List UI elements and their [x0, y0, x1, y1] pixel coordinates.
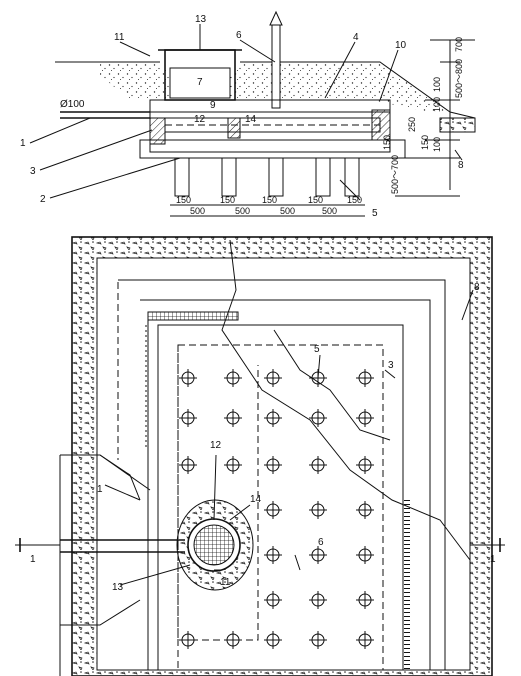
section-mark-right: 1 — [490, 554, 496, 565]
pile-symbol — [224, 369, 242, 387]
pile-grid — [179, 369, 374, 649]
callout-13: 13 — [195, 14, 207, 25]
plan-callout-14: 14 — [250, 494, 262, 505]
section-mark-left: 1 — [30, 554, 36, 565]
pile-symbol — [356, 456, 374, 474]
pile-symbol — [309, 369, 327, 387]
callout-11: 11 — [114, 32, 125, 43]
pile-symbol — [356, 546, 374, 564]
dim-100-b: 100 — [432, 97, 442, 112]
pile-symbol — [264, 631, 282, 649]
plan-callout-13: 13 — [112, 582, 124, 593]
plan-callout-11: 11 — [220, 577, 231, 588]
pile-symbol — [179, 631, 197, 649]
pile-symbol — [264, 369, 282, 387]
dim-250: 250 — [407, 117, 417, 132]
plan-callout-12: 12 — [210, 440, 222, 451]
plan-view — [15, 236, 505, 676]
pile-symbol — [179, 409, 197, 427]
plan-callout-5: 5 — [314, 344, 320, 355]
callout-3: 3 — [30, 166, 36, 177]
dim-150-b: 150 — [382, 135, 392, 150]
section-right-dimensions: 700 500～800 100 100 250 150 100 500～700 … — [382, 37, 464, 194]
dim-bottom-150-5: 150 — [347, 195, 362, 205]
pile-symbol — [356, 369, 374, 387]
pile-symbol — [309, 409, 327, 427]
pile-symbol — [264, 501, 282, 519]
pile-symbol — [309, 591, 327, 609]
dim-bottom-150-2: 150 — [220, 195, 235, 205]
dim-100-c: 100 — [432, 137, 442, 152]
callout-7: 7 — [197, 77, 203, 88]
dim-bottom-150-1: 150 — [176, 195, 191, 205]
pile-symbol — [264, 591, 282, 609]
plan-callout-1: 1 — [97, 484, 103, 495]
dim-bottom-150-4: 150 — [308, 195, 323, 205]
callout-10: 10 — [395, 40, 407, 51]
dim-500-800: 500～800 — [454, 59, 464, 98]
plan-callouts: 1 3 5 6 8 11 12 14 13 1 1 — [30, 282, 496, 593]
pipe-diameter-label: Ø100 — [60, 99, 85, 110]
pile-symbol — [224, 456, 242, 474]
callout-14: 14 — [245, 114, 257, 125]
dim-700: 700 — [454, 37, 464, 52]
dim-bottom-150-3: 150 — [262, 195, 277, 205]
pile-symbol — [264, 456, 282, 474]
callout-1: 1 — [20, 138, 26, 149]
pile-symbol — [224, 631, 242, 649]
pile-symbol — [264, 546, 282, 564]
pile-symbol — [309, 546, 327, 564]
callout-8: 8 — [458, 160, 464, 171]
section-callouts: 11 13 6 4 10 7 9 12 14 Ø100 1 3 2 5 8 — [20, 14, 464, 219]
callout-9: 9 — [210, 100, 216, 111]
section-view — [29, 10, 476, 217]
dim-bottom-500-1: 500 — [190, 206, 205, 216]
callout-12: 12 — [194, 114, 206, 125]
plan-callout-3: 3 — [388, 360, 394, 371]
plan-callout-8: 8 — [474, 282, 480, 293]
pile-symbol — [356, 501, 374, 519]
pile-symbol — [309, 501, 327, 519]
callout-5: 5 — [372, 208, 378, 219]
dim-100-a: 100 — [432, 77, 442, 92]
pile-symbol — [264, 409, 282, 427]
callout-4: 4 — [353, 32, 359, 43]
pile-symbol — [309, 456, 327, 474]
dim-bottom-500-3: 500 — [280, 206, 295, 216]
pile-symbol — [356, 591, 374, 609]
callout-6: 6 — [236, 30, 242, 41]
dim-bottom-500-2: 500 — [235, 206, 250, 216]
callout-2: 2 — [40, 194, 46, 205]
pile-symbol — [224, 409, 242, 427]
pile-symbol — [179, 369, 197, 387]
section-bottom-dimensions: 150 500 150 500 150 500 150 500 150 — [176, 195, 362, 216]
dim-bottom-500-4: 500 — [322, 206, 337, 216]
dim-150: 150 — [420, 135, 430, 150]
pile-symbol — [356, 409, 374, 427]
plan-callout-6: 6 — [318, 537, 324, 548]
pile-symbol — [356, 631, 374, 649]
pile-symbol — [179, 456, 197, 474]
pile-symbol — [309, 631, 327, 649]
dim-500-700: 500～700 — [390, 155, 400, 194]
